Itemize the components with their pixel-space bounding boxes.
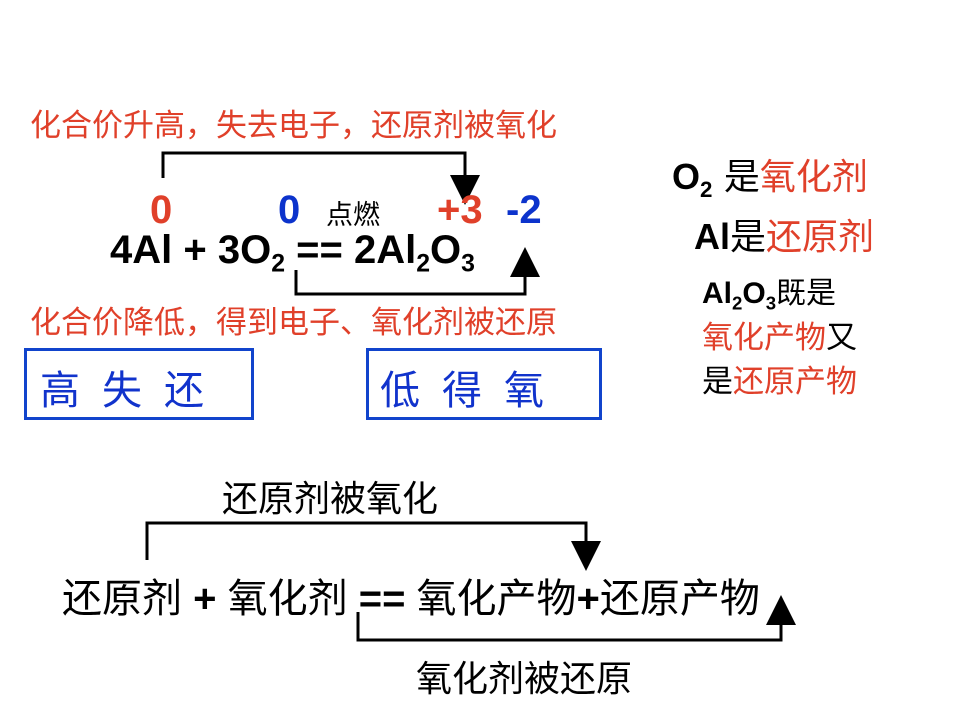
- general-plus-2: +: [576, 577, 600, 621]
- general-oxidizer: 氧化剂: [227, 576, 348, 622]
- note-al-is: 是: [730, 217, 767, 258]
- note-al2o3-line1: Al2O3既是: [702, 268, 836, 312]
- note-al-role: 还原剂: [766, 217, 875, 258]
- note-al-symbol: Al: [694, 216, 730, 257]
- main-equation: 4Al + 3O2 == 2Al2O3: [110, 228, 475, 277]
- fall-annotation: 化合价降低，得到电子、氧化剂被还原: [30, 305, 557, 341]
- note-al2o3-role1: 氧化产物: [702, 320, 826, 356]
- note-al2o3-o: O: [742, 277, 766, 310]
- note-al2o3-role2: 还原产物: [733, 364, 857, 400]
- note-al2o3-and: 又: [826, 320, 857, 356]
- general-bottom-label: 氧化剂被还原: [416, 659, 633, 700]
- note-al2o3-sub2: 3: [765, 292, 777, 314]
- note-al-reducer: Al是还原剂: [694, 208, 874, 260]
- general-equals: ==: [347, 577, 417, 621]
- equation-al-subscript: 2: [416, 250, 430, 278]
- equation-lhs: 4Al + 3O: [110, 228, 272, 272]
- fall-bracket: [294, 247, 540, 296]
- rise-bracket: [161, 151, 480, 205]
- note-o2-role: 氧化剂: [759, 157, 868, 198]
- general-plus-1: +: [182, 577, 228, 621]
- rise-annotation: 化合价升高，失去电子，还原剂被氧化: [30, 108, 557, 144]
- general-top-bracket: [145, 521, 601, 571]
- note-o2-oxidizer: O2 是氧化剂: [672, 148, 868, 200]
- equation-o2-subscript: 2: [271, 250, 285, 278]
- note-al2o3-al: Al: [702, 277, 732, 310]
- ox-state-o-left: 0: [278, 188, 301, 232]
- note-al2o3-tail: 既是: [776, 276, 837, 311]
- general-top-label: 还原剂被氧化: [222, 479, 439, 520]
- note-al2o3-is: 是: [702, 364, 733, 400]
- equation-o: O: [430, 228, 462, 272]
- reaction-condition: 点燃: [326, 200, 380, 231]
- ox-state-al-left: 0: [150, 188, 173, 232]
- note-al2o3-line2: 氧化产物又: [702, 312, 857, 357]
- general-bottom-bracket: [356, 595, 796, 642]
- mnemonic-right: 低得氧: [380, 368, 566, 414]
- note-al2o3-sub1: 2: [732, 292, 743, 314]
- general-equation: 还原剂 + 氧化剂 == 氧化产物+还原产物: [62, 566, 760, 624]
- ox-state-al-right: +3: [437, 188, 483, 232]
- mnemonic-box-right: [366, 348, 602, 420]
- general-reducer: 还原剂: [62, 576, 182, 622]
- note-o2-subscript: 2: [700, 176, 713, 202]
- general-red-product: 还原产物: [599, 576, 760, 622]
- general-ox-product: 氧化产物: [416, 576, 577, 622]
- equation-mid: == 2Al: [285, 228, 417, 272]
- note-o2-symbol: O: [672, 156, 701, 197]
- mnemonic-left: 高失还: [40, 368, 226, 414]
- note-o2-is: 是: [712, 157, 760, 198]
- equation-o-subscript: 3: [461, 250, 475, 278]
- ox-state-o-right: -2: [506, 188, 542, 232]
- mnemonic-box-left: [24, 348, 254, 420]
- note-al2o3-line3: 是还原产物: [702, 356, 857, 401]
